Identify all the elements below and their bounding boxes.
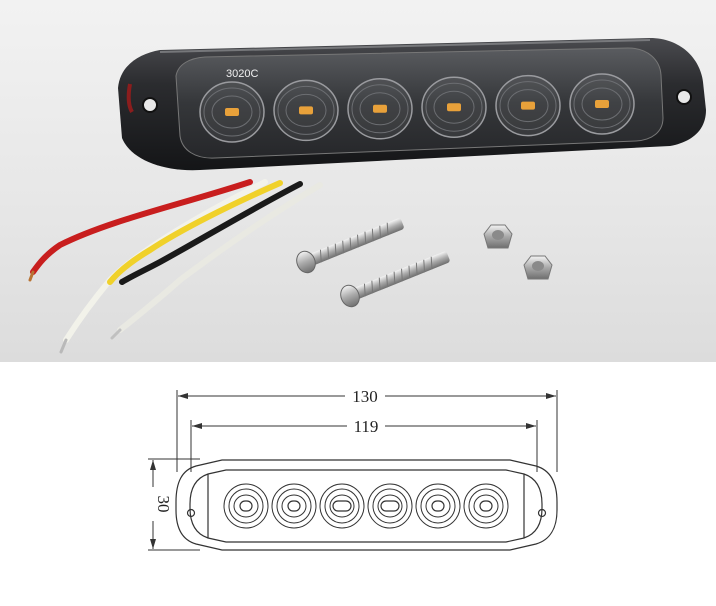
- red-gasket: [126, 83, 134, 113]
- wire-copper-3: [110, 328, 122, 340]
- drawing-led-4: [367, 483, 413, 529]
- drawing-led-1: [223, 483, 269, 529]
- drawing-led-3: [319, 483, 365, 529]
- mount-hole-right: [676, 89, 692, 105]
- lens-window: [175, 47, 664, 159]
- board-label: 3020C: [226, 68, 258, 80]
- led-1: [199, 81, 265, 143]
- drawing-led-array: [223, 483, 509, 529]
- wire-copper-1: [28, 270, 35, 282]
- wire-copper-2: [59, 338, 68, 354]
- wire-red: [30, 179, 253, 275]
- mount-hole-left: [142, 97, 158, 113]
- product-photo: 3020C: [0, 0, 716, 362]
- drawing-led-6: [463, 483, 509, 529]
- led-5: [495, 74, 561, 137]
- hex-nut-1: [483, 224, 513, 249]
- outer-contour: [175, 459, 558, 551]
- screw-2: [340, 251, 450, 308]
- hex-nut-2: [523, 255, 553, 280]
- light-outline: [175, 459, 558, 551]
- wire-white-2: [117, 182, 323, 333]
- drawing-led-5: [415, 483, 461, 529]
- drawing-led-2: [271, 483, 317, 529]
- inner-contour: [189, 469, 543, 543]
- wire-yellow: [107, 180, 283, 285]
- drawing-mount-hole-right: [537, 508, 547, 518]
- led-2: [273, 79, 339, 142]
- led-light-housing: 3020C: [118, 38, 706, 171]
- dim-overall-length: 130: [352, 387, 378, 406]
- led-4: [421, 76, 487, 138]
- housing-highlight: [159, 39, 651, 53]
- drawing-mount-hole-left: [186, 508, 196, 518]
- dim-height: 30: [154, 496, 173, 513]
- dimension-drawing: 130 119 30: [143, 386, 558, 551]
- dim-lens-length: 119: [354, 417, 379, 436]
- led-3: [347, 78, 413, 140]
- led-array: [199, 73, 635, 143]
- wire-black: [119, 181, 303, 285]
- screw-1: [296, 218, 404, 274]
- led-6: [569, 73, 635, 135]
- wire-bundle: [28, 179, 323, 354]
